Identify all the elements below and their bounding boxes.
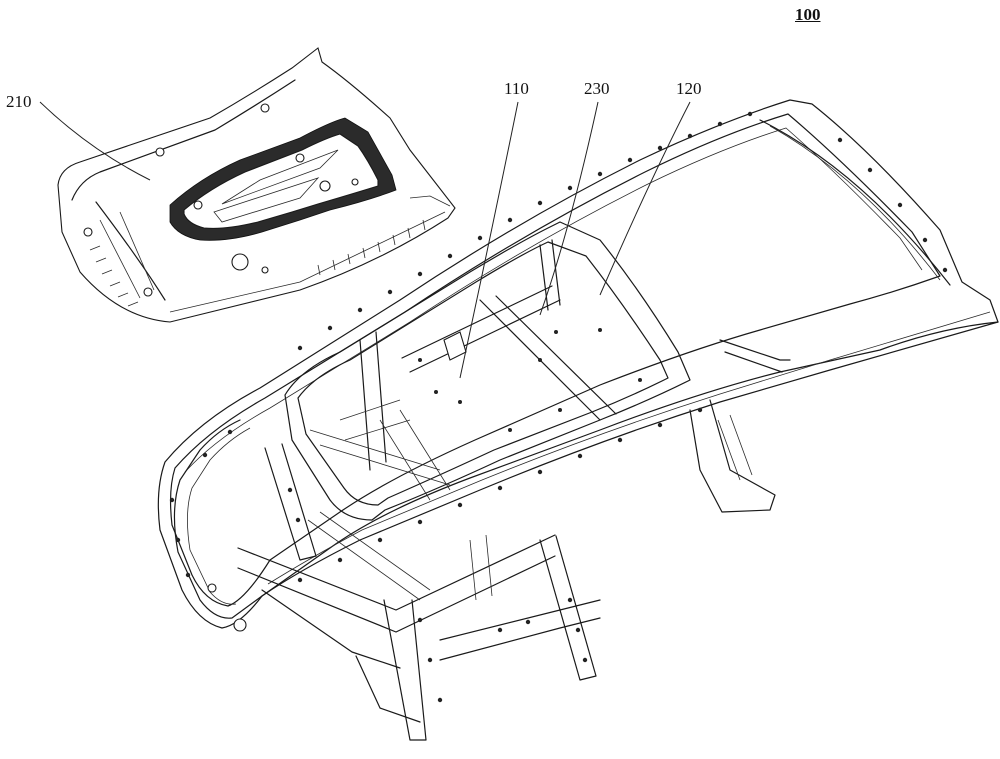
outer-ring-120 [157, 99, 999, 632]
leader-110 [459, 101, 519, 379]
cover-panel-210 [57, 47, 456, 323]
label-210: 210 [6, 92, 32, 111]
leader-120 [599, 101, 691, 296]
label-120: 120 [676, 79, 702, 98]
leader-lines [39, 101, 691, 379]
assembly-number-label: 100 [795, 5, 821, 24]
inner-frame-110 [284, 221, 691, 521]
leader-210 [39, 101, 151, 181]
label-110: 110 [504, 79, 529, 98]
support-stand [237, 339, 791, 741]
leader-230 [539, 101, 599, 316]
label-230: 230 [584, 79, 610, 98]
